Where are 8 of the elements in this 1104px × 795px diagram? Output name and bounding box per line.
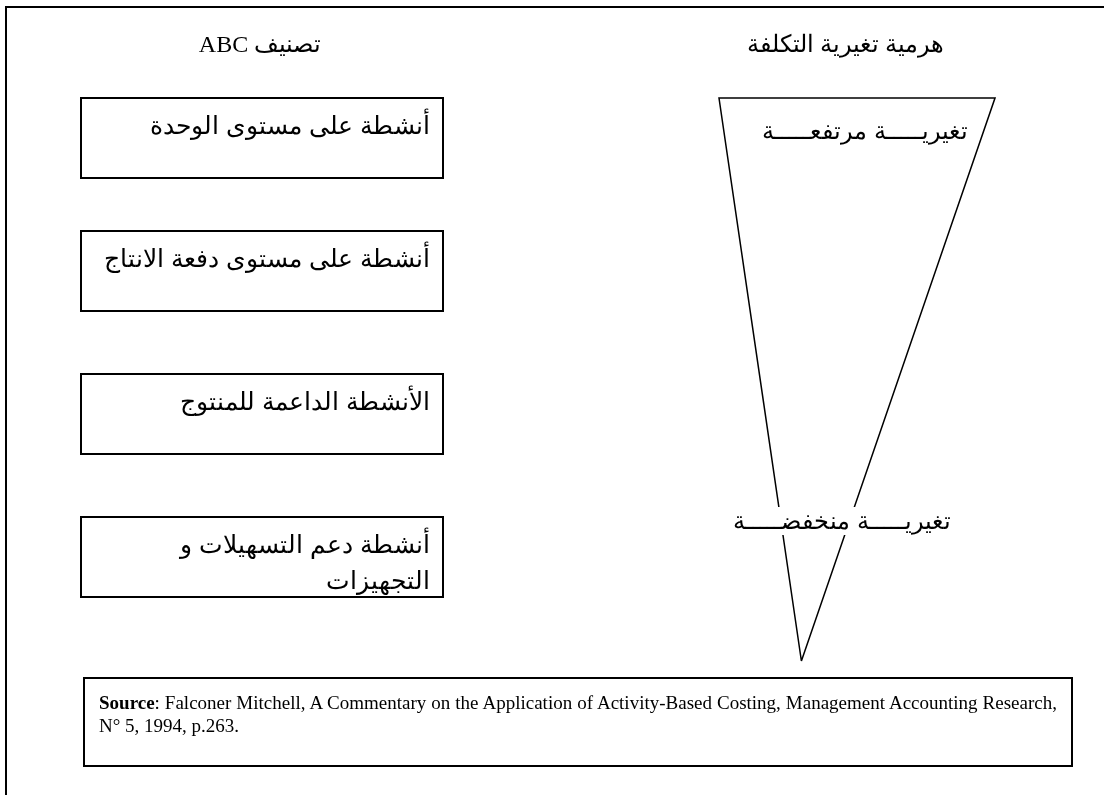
column-heading: تصنيف ABC [198,30,322,58]
column-heading: هرمية تغيرية التكلفة [746,30,944,58]
source-note: Source: Falconer Mitchell, A Commentary on the Application of Activity-Based Costing, Management Accounting Research, N° 5, 1994, p.263. [83,677,1073,767]
activity-box: أنشطة على مستوى دفعة الانتاج [80,230,444,312]
activity-box: أنشطة على مستوى الوحدة [80,97,444,179]
level-label: تغيريـــــة منخفضـــــة [733,507,951,535]
activity-box: أنشطة دعم التسهيلات و التجهيزات [80,516,444,598]
activity-box: الأنشطة الداعمة للمنتوج [80,373,444,455]
